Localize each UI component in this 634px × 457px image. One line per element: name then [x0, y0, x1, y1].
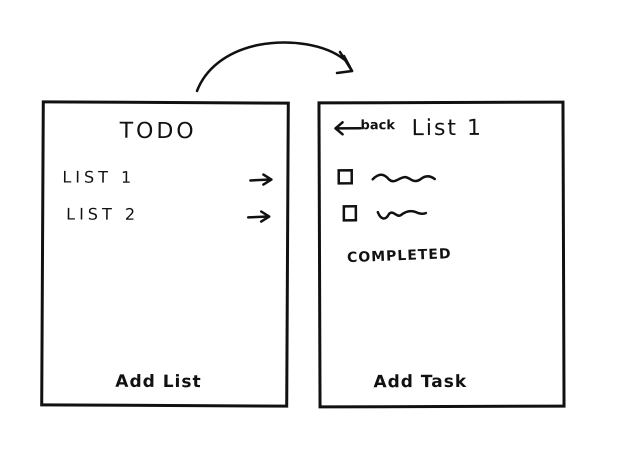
task-item[interactable]: [337, 168, 447, 188]
left-arrow-icon: [334, 121, 362, 136]
checkbox-icon[interactable]: [337, 168, 355, 186]
todo-title: TODO: [119, 118, 197, 145]
list-item[interactable]: LIST 1: [62, 167, 282, 192]
add-list-button[interactable]: Add List: [115, 371, 202, 393]
back-label: back: [360, 118, 396, 134]
list-item-label: LIST 2: [66, 204, 140, 224]
completed-section-label: COMPLETED: [346, 246, 452, 267]
right-arrow-icon[interactable]: [248, 172, 274, 186]
scribble-icon: [376, 209, 428, 220]
add-task-button[interactable]: Add Task: [373, 371, 468, 393]
list-item[interactable]: LIST 2: [66, 204, 282, 229]
list-title: List 1: [411, 115, 484, 142]
task-item[interactable]: [342, 204, 432, 224]
scribble-icon: [371, 173, 436, 183]
todo-screen: TODO LIST 1 LIST 2 Add List: [40, 100, 290, 408]
back-button[interactable]: back: [333, 116, 413, 138]
right-arrow-icon[interactable]: [246, 209, 272, 223]
list-item-label: LIST 1: [62, 167, 136, 187]
list-detail-screen: back List 1 COMPLETED Add Task: [317, 100, 566, 409]
checkbox-icon[interactable]: [342, 204, 360, 222]
